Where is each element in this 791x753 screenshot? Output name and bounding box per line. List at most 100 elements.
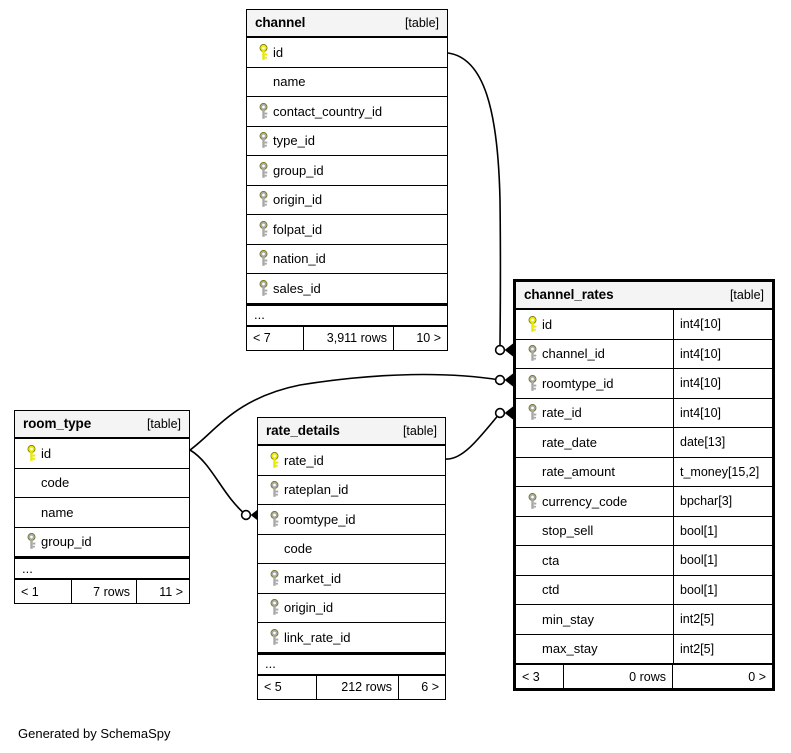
column-row[interactable]: code bbox=[15, 469, 189, 498]
column-label: link_rate_id bbox=[284, 629, 351, 645]
column-row[interactable]: ctd bool[1] bbox=[516, 575, 772, 605]
table-header-room_type[interactable]: room_type [table] bbox=[15, 411, 189, 439]
table-title: room_type bbox=[23, 416, 92, 431]
column-name-cell: contact_country_id bbox=[247, 97, 447, 126]
relationship-room_type-id-to-rate_details-roomtype_id bbox=[189, 449, 259, 522]
column-row[interactable]: name bbox=[15, 498, 189, 528]
column-label: max_stay bbox=[542, 641, 598, 657]
column-label: channel_id bbox=[542, 346, 605, 362]
next-relations-button[interactable]: 6 > bbox=[421, 680, 439, 694]
primary-key-icon bbox=[22, 444, 41, 462]
column-label: cta bbox=[542, 552, 560, 568]
column-row[interactable]: origin_id bbox=[247, 186, 447, 215]
column-label: code bbox=[284, 541, 313, 557]
column-row[interactable]: market_id bbox=[258, 564, 445, 594]
column-name-cell: ctd bbox=[516, 576, 673, 605]
column-label: origin_id bbox=[273, 192, 323, 208]
column-row[interactable]: group_id bbox=[15, 528, 189, 557]
column-row[interactable]: id bbox=[15, 439, 189, 469]
table-title: rate_details bbox=[266, 423, 340, 438]
column-label: type_id bbox=[273, 133, 315, 149]
column-row[interactable]: id bbox=[247, 38, 447, 68]
more-columns-indicator: ... bbox=[258, 652, 445, 675]
next-relations-button[interactable]: 10 > bbox=[416, 331, 441, 345]
column-label: roomtype_id bbox=[284, 511, 356, 527]
column-row[interactable]: contact_country_id bbox=[247, 97, 447, 127]
foreign-key-icon bbox=[523, 404, 542, 421]
foreign-key-icon bbox=[254, 102, 273, 120]
column-type-cell: int4[10] bbox=[673, 398, 772, 427]
column-row[interactable]: rateplan_id bbox=[258, 476, 445, 505]
column-type-cell: bool[1] bbox=[673, 575, 772, 604]
prev-relations-button[interactable]: < 5 bbox=[264, 680, 282, 694]
foreign-key-icon bbox=[22, 533, 41, 550]
column-name-cell: group_id bbox=[15, 528, 189, 557]
prev-relations-button[interactable]: < 3 bbox=[522, 669, 540, 684]
next-relations-button[interactable]: 0 > bbox=[748, 669, 766, 684]
prev-relations-button[interactable]: < 1 bbox=[21, 584, 39, 599]
column-label: name bbox=[41, 504, 74, 520]
column-row[interactable]: origin_id bbox=[258, 594, 445, 623]
foreign-key-icon bbox=[254, 250, 273, 267]
foreign-key-icon bbox=[254, 191, 273, 208]
column-row[interactable]: code bbox=[258, 535, 445, 564]
table-header-channel[interactable]: channel[table] bbox=[247, 10, 447, 38]
column-row[interactable]: name bbox=[247, 68, 447, 97]
column-row[interactable]: folpat_id bbox=[247, 215, 447, 245]
prev-relations-button[interactable]: < 7 bbox=[253, 331, 271, 345]
column-label: id bbox=[41, 445, 52, 461]
ellipsis-label: ... bbox=[265, 656, 276, 671]
ellipsis-label: ... bbox=[254, 307, 265, 322]
column-row[interactable]: min_stay int2[5] bbox=[516, 605, 772, 635]
column-row[interactable]: type_id bbox=[247, 127, 447, 156]
next-relations-button[interactable]: 11 > bbox=[159, 584, 183, 599]
table-header-channel_rates[interactable]: channel_rates[table] bbox=[516, 282, 772, 310]
column-label: ctd bbox=[542, 582, 560, 598]
column-name-cell: sales_id bbox=[247, 274, 447, 303]
column-name-cell: min_stay bbox=[516, 605, 673, 634]
column-name-cell: rate_id bbox=[258, 446, 445, 475]
column-row[interactable]: rate_id bbox=[258, 446, 445, 476]
column-name-cell: cta bbox=[516, 546, 673, 575]
column-row[interactable]: link_rate_id bbox=[258, 623, 445, 653]
column-name-cell: code bbox=[258, 535, 445, 564]
column-label: market_id bbox=[284, 570, 342, 586]
table-header-rate_details[interactable]: rate_details [table] bbox=[258, 418, 445, 446]
column-name-cell: code bbox=[15, 469, 189, 498]
table-kind-label: [table] bbox=[402, 423, 437, 438]
column-label: min_stay bbox=[542, 611, 595, 627]
column-row[interactable]: roomtype_id bbox=[258, 505, 445, 535]
column-name-cell: currency_code bbox=[516, 487, 673, 516]
column-row[interactable]: sales_id bbox=[247, 274, 447, 304]
relationship-channel-id-to-channel_rates-channel_id bbox=[447, 52, 513, 357]
foreign-key-icon bbox=[523, 345, 542, 362]
column-row[interactable]: nation_id bbox=[247, 245, 447, 274]
column-label: roomtype_id bbox=[542, 375, 614, 391]
column-type-cell: int2[5] bbox=[673, 605, 772, 634]
table-kind-label: [table] bbox=[146, 416, 181, 431]
column-label: rate_amount bbox=[542, 464, 615, 480]
foreign-key-icon bbox=[265, 599, 284, 616]
foreign-key-icon bbox=[265, 481, 284, 498]
column-label: contact_country_id bbox=[273, 103, 383, 119]
primary-key-icon bbox=[523, 315, 542, 333]
table-kind-label: [table] bbox=[729, 287, 764, 302]
column-row[interactable]: group_id bbox=[247, 156, 447, 186]
column-type-cell: int4[10] bbox=[673, 310, 772, 339]
column-name-cell: origin_id bbox=[247, 186, 447, 215]
